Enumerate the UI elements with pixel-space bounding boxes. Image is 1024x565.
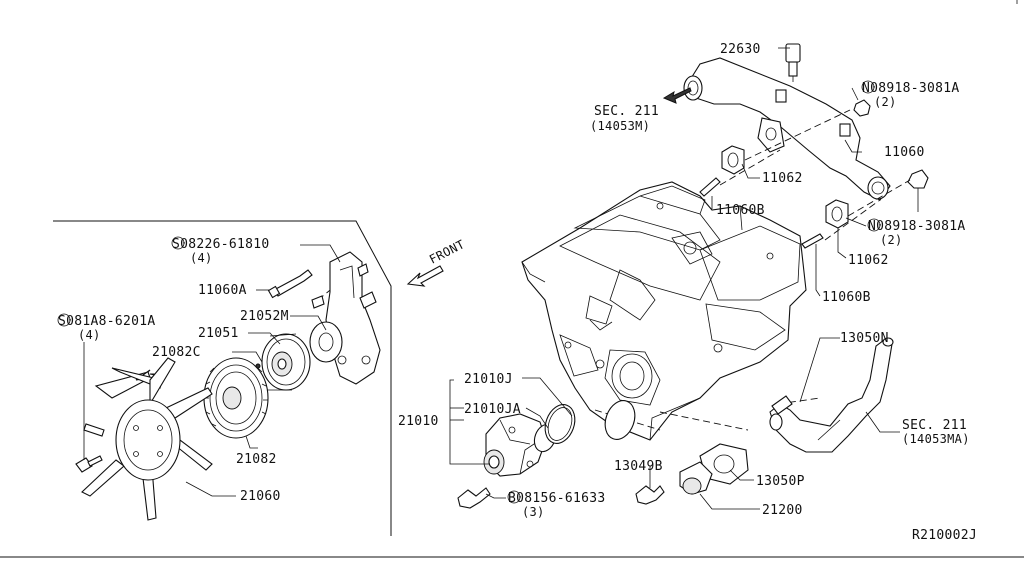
water-pump bbox=[483, 413, 547, 477]
label-sec-211-top: SEC. 211 bbox=[594, 104, 659, 119]
cooling-fan bbox=[81, 357, 213, 521]
label-21010ja: 21010JA bbox=[464, 402, 521, 417]
label-11062-top: 11062 bbox=[762, 171, 803, 186]
part-labels: 22630 N08918-3081A (2) SEC. 211 (14053M)… bbox=[58, 42, 977, 543]
label-21060: 21060 bbox=[240, 489, 281, 504]
bracket-bolt-icon bbox=[311, 263, 369, 309]
label-13049b: 13049B bbox=[614, 459, 663, 474]
label-21200: 21200 bbox=[762, 503, 803, 518]
label-13050n: 13050N bbox=[840, 331, 889, 346]
prefix-circle-icons bbox=[57, 80, 881, 504]
label-22630: 22630 bbox=[720, 42, 761, 57]
label-08226-61810-qty: (4) bbox=[190, 251, 213, 265]
label-08918-3081a-top: N08918-3081A bbox=[862, 81, 960, 96]
label-sec-211-top-ref: (14053M) bbox=[590, 119, 650, 133]
label-21051: 21051 bbox=[198, 326, 239, 341]
thermostat-housing bbox=[679, 443, 749, 495]
gasket-icon bbox=[721, 145, 849, 229]
leader-lines bbox=[83, 47, 919, 510]
label-081a8-6201a: S081A8-6201A bbox=[58, 314, 156, 329]
label-11060b-top: 11060B bbox=[716, 203, 765, 218]
label-21082c: 21082C bbox=[152, 345, 201, 360]
fan-coupling bbox=[203, 357, 269, 439]
drawing-number: R210002J bbox=[912, 528, 977, 543]
label-11060a: 11060A bbox=[198, 283, 247, 298]
temperature-sensor-icon bbox=[785, 43, 801, 82]
long-bolt-icon bbox=[267, 269, 313, 299]
label-081a8-6201a-qty: (4) bbox=[78, 328, 101, 342]
label-21010j: 21010J bbox=[464, 372, 513, 387]
fan-bracket bbox=[309, 251, 381, 385]
label-sec-211-right-ref: (14053MA) bbox=[902, 432, 970, 446]
label-08918-3081a-mid: N08918-3081A bbox=[868, 219, 966, 234]
label-13050p: 13050P bbox=[756, 474, 805, 489]
sec-arrow-icon bbox=[662, 87, 692, 104]
water-bypass-pipe bbox=[769, 337, 894, 453]
label-11060b-mid: 11060B bbox=[822, 290, 871, 305]
label-08156-61633-qty: (3) bbox=[522, 505, 545, 519]
label-21082: 21082 bbox=[236, 452, 277, 467]
front-label: FRONT bbox=[427, 237, 467, 267]
label-sec-211-right: SEC. 211 bbox=[902, 418, 967, 433]
fan-pulley bbox=[261, 333, 311, 391]
label-08918-3081a-mid-qty: (2) bbox=[880, 233, 903, 247]
label-08156-61633: B08156-61633 bbox=[508, 491, 606, 506]
flange-bolt-icon bbox=[457, 485, 665, 509]
label-21010: 21010 bbox=[398, 414, 439, 429]
hex-nut-icon bbox=[853, 99, 929, 189]
label-11060: 11060 bbox=[884, 145, 925, 160]
label-21052m: 21052M bbox=[240, 309, 289, 324]
fan-assembly-frame bbox=[53, 220, 392, 536]
fan-bolt-icon bbox=[75, 455, 103, 473]
engine-block bbox=[521, 181, 807, 441]
label-08918-3081a-top-qty: (2) bbox=[874, 95, 897, 109]
label-08226-61810: S08226-61810 bbox=[172, 237, 270, 252]
front-arrow-icon: FRONT bbox=[406, 237, 467, 287]
label-11062-mid: 11062 bbox=[848, 253, 889, 268]
o-ring-icon bbox=[533, 400, 636, 453]
stud-bolt-icon bbox=[699, 177, 824, 249]
